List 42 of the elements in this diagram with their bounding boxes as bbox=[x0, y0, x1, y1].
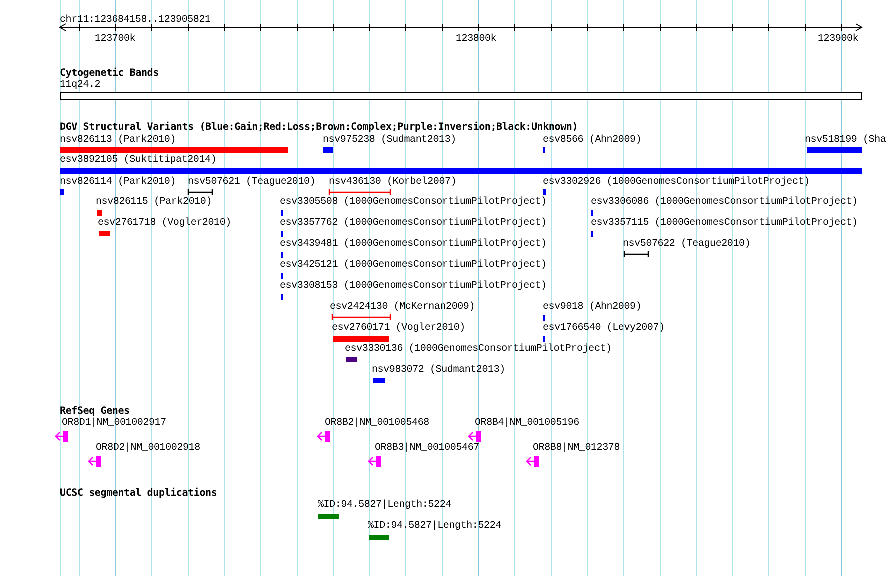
feature-label: esv2760171 (Vogler2010) bbox=[332, 323, 466, 334]
band-label: 11q24.2 bbox=[60, 80, 101, 91]
coordinate-label: chr11:123684158..123905821 bbox=[60, 15, 211, 26]
feature-label: %ID:94.5827|Length:5224 bbox=[368, 521, 502, 532]
feature-label: esv3357115 (1000GenomesConsortiumPilotProject) bbox=[591, 218, 858, 229]
tick-label: 123700k bbox=[95, 34, 136, 45]
feature-label: nsv507622 (Teague2010) bbox=[623, 239, 751, 250]
feature-label: esv3305508 (1000GenomesConsortiumPilotProject) bbox=[280, 197, 547, 208]
track-title: RefSeq Genes bbox=[60, 406, 130, 417]
tick-label: 123800k bbox=[456, 34, 497, 45]
feature-label: esv2424130 (McKernan2009) bbox=[330, 302, 476, 313]
track-title: DGV Structural Variants (Blue:Gain;Red:Loss;Brown:Complex;Purple:Inversion;Black:Unknown) bbox=[60, 122, 578, 133]
feature-label: esv3330136 (1000GenomesConsortiumPilotProject) bbox=[345, 344, 612, 355]
feature-label: nsv518199 (Sha bbox=[805, 135, 886, 146]
feature-label: esv9018 (Ahn2009) bbox=[543, 302, 642, 313]
feature-label: esv3306086 (1000GenomesConsortiumPilotProject) bbox=[591, 197, 858, 208]
feature-label: nsv826115 (Park2010) bbox=[96, 197, 212, 208]
gene-label: OR8B3|NM_001005467 bbox=[375, 443, 480, 454]
feature-label: nsv826114 (Park2010) bbox=[60, 177, 176, 188]
feature-label: esv3302926 (1000GenomesConsortiumPilotProject) bbox=[543, 177, 810, 188]
feature-label: esv3425121 (1000GenomesConsortiumPilotProject) bbox=[280, 260, 547, 271]
feature-label: nsv983072 (Sudmant2013) bbox=[372, 365, 506, 376]
gene-label: OR8B2|NM_001005468 bbox=[325, 418, 430, 429]
gene-label: OR8D1|NM_001002917 bbox=[62, 418, 166, 429]
feature-label: esv3439481 (1000GenomesConsortiumPilotProject) bbox=[280, 239, 547, 250]
feature-label: esv3892105 (Suktitipat2014) bbox=[60, 155, 217, 166]
feature-label: nsv507621 (Teague2010) bbox=[188, 177, 316, 188]
gene-label: OR8B8|NM_012378 bbox=[533, 443, 620, 454]
feature-label: esv8566 (Ahn2009) bbox=[543, 135, 642, 146]
feature-label: nsv436130 (Korbel2007) bbox=[329, 177, 457, 188]
gene-label: OR8D2|NM_001002918 bbox=[96, 443, 200, 454]
track-title: Cytogenetic Bands bbox=[60, 68, 159, 79]
feature-label: %ID:94.5827|Length:5224 bbox=[318, 500, 452, 511]
feature-label: esv1766540 (Levy2007) bbox=[543, 323, 665, 334]
track-title: UCSC segmental duplications bbox=[60, 488, 218, 499]
gene-label: OR8B4|NM_001005196 bbox=[475, 418, 580, 429]
tick-label: 123900k bbox=[818, 34, 859, 45]
feature-label: esv3357762 (1000GenomesConsortiumPilotProject) bbox=[280, 218, 547, 229]
feature-label: nsv826113 (Park2010) bbox=[60, 135, 176, 146]
feature-label: esv2761718 (Vogler2010) bbox=[98, 218, 232, 229]
feature-label: nsv975238 (Sudmant2013) bbox=[323, 135, 456, 146]
feature-label: esv3308153 (1000GenomesConsortiumPilotProject) bbox=[280, 281, 547, 292]
